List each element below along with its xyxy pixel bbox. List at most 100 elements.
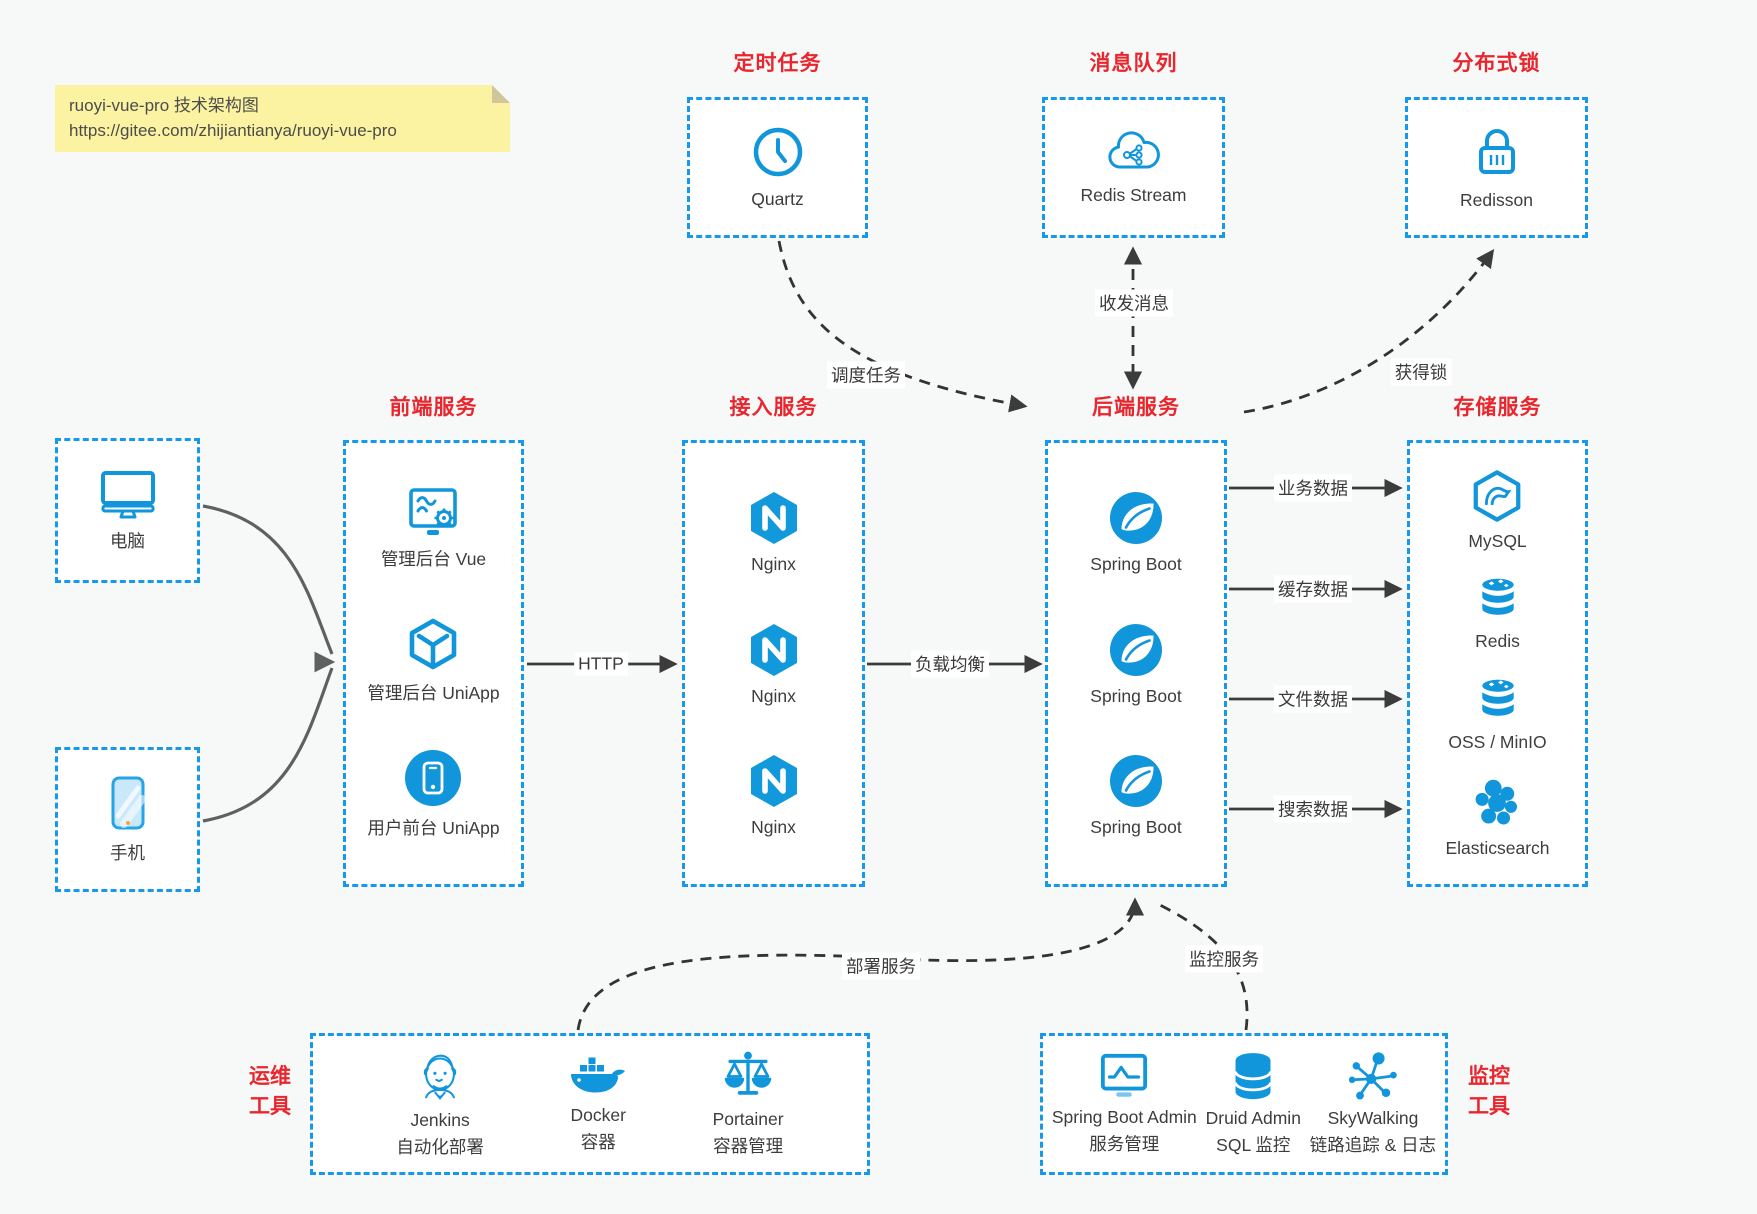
nginx-icon: [745, 489, 803, 547]
smartphone-icon: [106, 774, 150, 832]
monitor-tools-box: Spring Boot Admin 服务管理 Druid Admin SQL 监…: [1040, 1033, 1448, 1175]
database-icon: [1230, 1051, 1276, 1103]
redis-stack-icon: [1471, 576, 1525, 624]
node-label: Nginx: [751, 685, 796, 706]
tool-jenkins: Jenkins 自动化部署: [396, 1049, 484, 1159]
nginx-icon: [745, 621, 803, 679]
node-springboot-2: Spring Boot: [1090, 621, 1182, 707]
node-redis: Redis: [1471, 576, 1525, 652]
node-label: Redis: [1475, 631, 1520, 652]
tool-name: Docker: [570, 1105, 626, 1126]
redis-stream-box: Redis Stream: [1042, 97, 1225, 238]
quartz-box: Quartz: [687, 97, 868, 238]
note-title: ruoyi-vue-pro 技术架构图: [69, 96, 259, 115]
tool-desc: 容器管理: [713, 1136, 784, 1156]
edge-label-message: 收发消息: [1095, 289, 1173, 317]
ops-tools-box: Jenkins 自动化部署 Docker 容器 Portainer 容器管理: [310, 1033, 870, 1175]
node-label: 手机: [110, 843, 145, 863]
gateway-services-box: Nginx Nginx Nginx: [682, 440, 865, 887]
node-label: Spring Boot: [1090, 553, 1182, 574]
cloud-stream-icon: [1104, 129, 1164, 175]
node-label: 管理后台 UniApp: [367, 682, 500, 703]
backend-services-box: Spring Boot Spring Boot Spring Boot: [1045, 440, 1227, 887]
ops-tools-title: 运维 工具: [249, 1065, 291, 1118]
edge-label-monitor: 监控服务: [1185, 945, 1263, 973]
mysql-icon: [1469, 468, 1525, 524]
edge-phone-frontend: [202, 667, 334, 823]
edge-label-acquire-lock: 获得锁: [1390, 358, 1452, 386]
node-label: Nginx: [751, 817, 796, 838]
monitor-chart-icon: [1096, 1052, 1152, 1102]
nginx-icon: [745, 752, 803, 810]
node-elasticsearch: Elasticsearch: [1445, 777, 1550, 859]
node-oss-minio: OSS / MinIO: [1448, 677, 1547, 753]
spring-boot-icon: [1107, 621, 1165, 679]
node-label: 管理后台 Vue: [380, 548, 487, 569]
edge-label-business-data: 业务数据: [1274, 474, 1352, 502]
scales-icon: [721, 1050, 775, 1104]
edge-label-load-balance: 负载均衡: [911, 650, 989, 678]
section-title-frontend: 前端服务: [389, 396, 478, 419]
node-label: Quartz: [751, 189, 804, 209]
node-label: Spring Boot: [1090, 817, 1182, 838]
tool-skywalking: SkyWalking 链路追踪 & 日志: [1310, 1051, 1436, 1157]
lock-icon: [1471, 124, 1523, 180]
sticky-note: ruoyi-vue-pro 技术架构图 https://gitee.com/zh…: [55, 85, 510, 152]
spring-boot-icon: [1107, 752, 1165, 810]
note-url: https://gitee.com/zhijiantianya/ruoyi-vu…: [69, 121, 397, 140]
node-label: OSS / MinIO: [1448, 731, 1547, 752]
tool-name: Spring Boot Admin: [1051, 1107, 1197, 1128]
tool-desc: 服务管理: [1089, 1134, 1160, 1154]
edge-label-file-data: 文件数据: [1274, 685, 1352, 713]
phone-box: 手机: [55, 747, 200, 892]
edge-label-deploy: 部署服务: [842, 952, 920, 980]
storage-services-box: MySQL Redis OSS / MinIO Elasticsearch: [1407, 440, 1588, 887]
tool-portainer: Portainer 容器管理: [713, 1050, 784, 1158]
node-label: Nginx: [751, 553, 796, 574]
computer-box: 电脑: [55, 438, 200, 583]
node-nginx-2: Nginx: [745, 621, 803, 707]
tool-spring-boot-admin: Spring Boot Admin 服务管理: [1052, 1052, 1197, 1156]
node-admin-vue: 管理后台 Vue: [381, 487, 486, 571]
edge-label-schedule-task: 调度任务: [827, 361, 905, 389]
section-title-message-queue: 消息队列: [1089, 52, 1178, 75]
section-title-storage: 存储服务: [1453, 396, 1542, 419]
node-label: 电脑: [110, 531, 145, 551]
spring-boot-icon: [1107, 489, 1165, 547]
tool-druid-admin: Druid Admin SQL 监控: [1206, 1051, 1301, 1157]
frontend-services-box: 管理后台 Vue 管理后台 UniApp 用户前台 UniApp: [343, 440, 524, 887]
tool-desc: SQL 监控: [1216, 1135, 1291, 1155]
tool-desc: 容器: [580, 1132, 616, 1152]
edge-label-http: HTTP: [574, 652, 628, 676]
edge-acquire-lock: [1243, 249, 1495, 414]
monitor-tools-title: 监控 工具: [1468, 1065, 1510, 1118]
object-storage-icon: [1471, 677, 1525, 725]
edge-computer-frontend: [202, 504, 334, 655]
topology-icon: [1347, 1051, 1399, 1103]
node-nginx-3: Nginx: [745, 752, 803, 838]
node-user-uniapp: 用户前台 UniApp: [367, 748, 500, 840]
node-label: Redisson: [1460, 190, 1533, 210]
edge-label-cache-data: 缓存数据: [1274, 575, 1352, 603]
edge-label-search-data: 搜索数据: [1274, 795, 1352, 823]
jenkins-icon: [415, 1049, 465, 1105]
redisson-box: Redisson: [1405, 97, 1588, 238]
tool-name: Portainer: [712, 1109, 784, 1130]
node-springboot-3: Spring Boot: [1090, 752, 1182, 838]
section-title-gateway: 接入服务: [729, 396, 818, 419]
node-admin-uniapp: 管理后台 UniApp: [367, 615, 500, 705]
desktop-icon: [98, 468, 158, 520]
node-label: 用户前台 UniApp: [367, 818, 500, 839]
node-label: Spring Boot: [1090, 685, 1182, 706]
section-title-backend: 后端服务: [1092, 396, 1180, 419]
elasticsearch-icon: [1470, 777, 1524, 831]
node-label: Elasticsearch: [1445, 838, 1550, 859]
mobile-app-icon: [403, 748, 463, 808]
admin-vue-icon: [404, 487, 462, 539]
section-title-scheduled-tasks: 定时任务: [733, 52, 822, 75]
tool-name: Druid Admin: [1205, 1108, 1301, 1129]
node-nginx-1: Nginx: [745, 489, 803, 575]
node-label: MySQL: [1468, 530, 1527, 551]
tool-name: Jenkins: [410, 1110, 470, 1131]
